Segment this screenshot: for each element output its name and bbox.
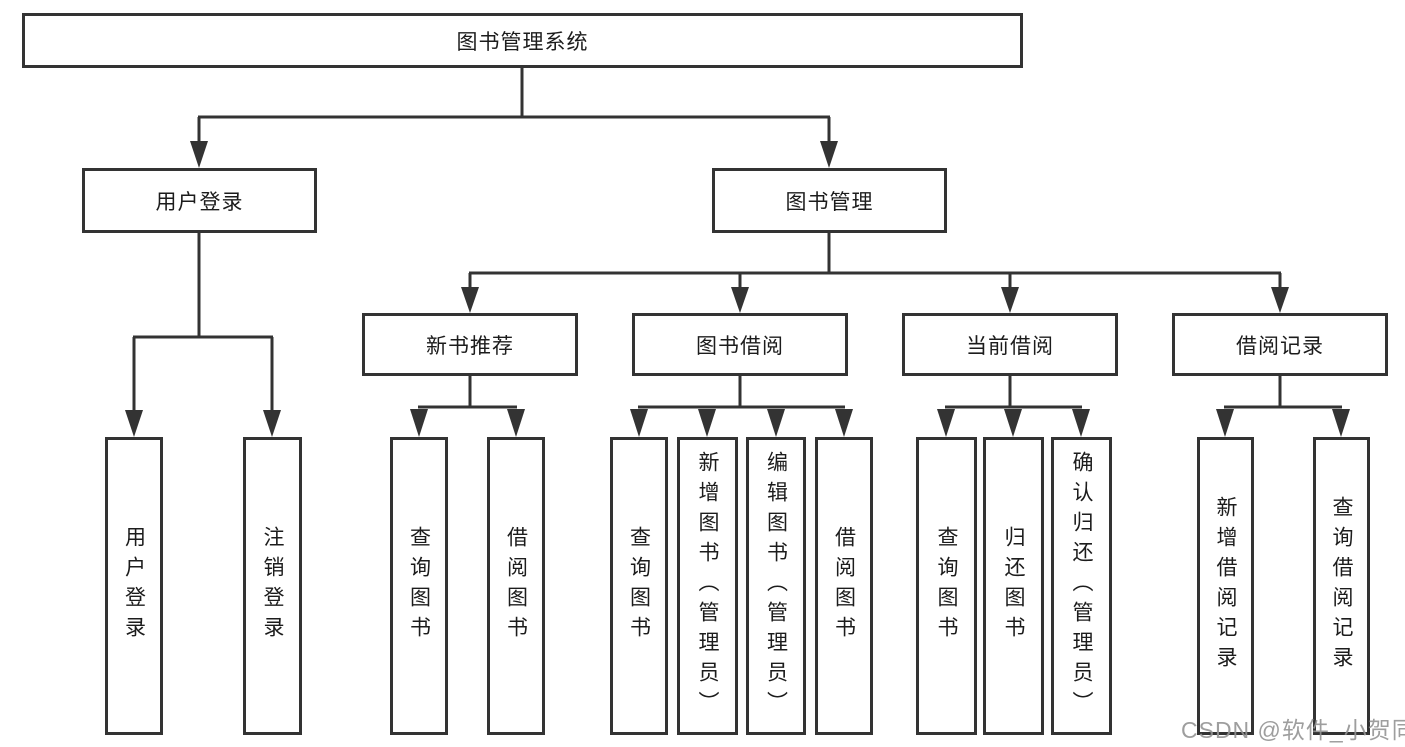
node-book-management: 图书管理 bbox=[712, 168, 947, 233]
arrowheads bbox=[125, 141, 1350, 437]
node-leaf-borrow-books-1: 借阅图书 bbox=[487, 437, 545, 735]
node-label: 借阅图书 bbox=[504, 526, 528, 646]
node-label: 用户登录 bbox=[155, 190, 244, 214]
node-label: 确认归还（管理员） bbox=[1070, 451, 1093, 721]
node-leaf-add-borrow-record: 新增借阅记录 bbox=[1197, 437, 1254, 735]
node-label: 归还图书 bbox=[1002, 526, 1025, 646]
node-leaf-return-books: 归还图书 bbox=[983, 437, 1044, 735]
node-book-borrow: 图书借阅 bbox=[632, 313, 848, 376]
node-label: 注销登录 bbox=[261, 526, 284, 646]
node-label: 新增借阅记录 bbox=[1214, 496, 1237, 676]
node-label: 查询借阅记录 bbox=[1330, 496, 1353, 676]
node-leaf-user-login: 用户登录 bbox=[105, 437, 163, 735]
node-leaf-query-books-2: 查询图书 bbox=[610, 437, 668, 735]
node-label: 查询图书 bbox=[627, 526, 651, 646]
node-root-system: 图书管理系统 bbox=[22, 13, 1023, 68]
node-leaf-query-borrow-record: 查询借阅记录 bbox=[1313, 437, 1370, 735]
node-current-borrow: 当前借阅 bbox=[902, 313, 1118, 376]
node-label: 图书管理系统 bbox=[456, 30, 589, 54]
node-leaf-query-books-1: 查询图书 bbox=[390, 437, 448, 735]
node-label: 图书管理 bbox=[785, 190, 874, 214]
node-label: 图书借阅 bbox=[696, 334, 784, 358]
node-leaf-edit-books-admin: 编辑图书（管理员） bbox=[746, 437, 806, 735]
node-borrow-records: 借阅记录 bbox=[1172, 313, 1388, 376]
node-leaf-query-books-3: 查询图书 bbox=[916, 437, 977, 735]
node-user-login: 用户登录 bbox=[82, 168, 317, 233]
node-label: 借阅图书 bbox=[832, 526, 856, 646]
node-label: 查询图书 bbox=[935, 526, 958, 646]
node-label: 新书推荐 bbox=[426, 334, 514, 358]
node-leaf-logout: 注销登录 bbox=[243, 437, 302, 735]
csdn-watermark: CSDN @软件_小贺同学 bbox=[1181, 717, 1405, 743]
node-leaf-borrow-books-2: 借阅图书 bbox=[815, 437, 873, 735]
node-label: 当前借阅 bbox=[966, 334, 1054, 358]
node-label: 新增图书（管理员） bbox=[696, 451, 719, 721]
node-label: 查询图书 bbox=[407, 526, 431, 646]
node-label: 编辑图书（管理员） bbox=[764, 451, 788, 721]
node-leaf-add-books-admin: 新增图书（管理员） bbox=[677, 437, 738, 735]
node-leaf-confirm-return-admin: 确认归还（管理员） bbox=[1051, 437, 1112, 735]
node-label: 用户登录 bbox=[122, 526, 146, 646]
node-new-book-recommend: 新书推荐 bbox=[362, 313, 578, 376]
node-label: 借阅记录 bbox=[1236, 334, 1324, 358]
